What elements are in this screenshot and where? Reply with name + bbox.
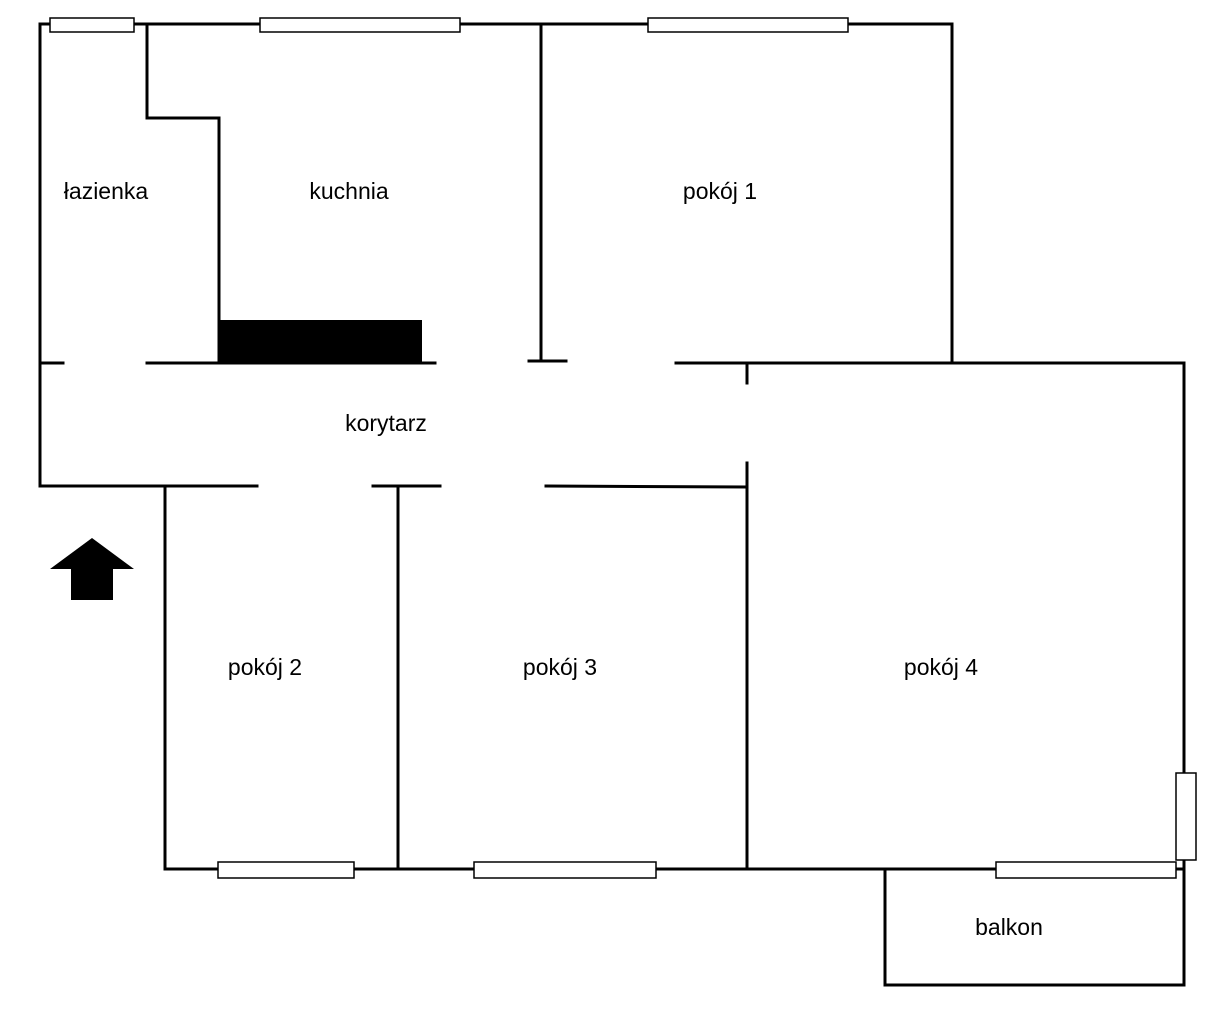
label-bathroom: łazienka <box>64 178 149 204</box>
arrow-up-icon <box>50 538 134 600</box>
window-room3 <box>473 861 657 879</box>
window-room4-bottom <box>995 861 1177 879</box>
label-room1: pokój 1 <box>683 178 757 204</box>
label-room4: pokój 4 <box>904 654 978 680</box>
label-balcony: balkon <box>975 914 1043 940</box>
window-room2 <box>217 861 355 879</box>
window-room4-right <box>1175 772 1197 861</box>
window-kitchen <box>259 17 461 33</box>
label-corridor: korytarz <box>345 410 427 436</box>
window-bathroom <box>49 17 135 33</box>
label-room2: pokój 2 <box>228 654 302 680</box>
label-kitchen: kuchnia <box>309 178 388 204</box>
wall-bathroom-kitchen <box>145 22 221 365</box>
wall-balcony <box>883 867 1186 987</box>
room-labels: łazienka kuchnia pokój 1 korytarz pokój … <box>64 178 1043 940</box>
label-room3: pokój 3 <box>523 654 597 680</box>
walls <box>38 22 1186 987</box>
window-room1 <box>647 17 849 33</box>
windows <box>49 17 1197 879</box>
wall-corridor-bottom-3 <box>544 484 749 489</box>
kitchen-counter <box>219 320 422 364</box>
